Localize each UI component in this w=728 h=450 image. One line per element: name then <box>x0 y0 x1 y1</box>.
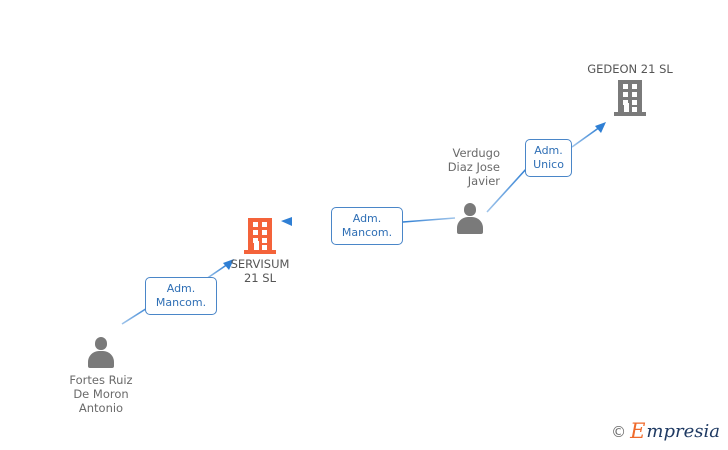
node-verdugo-diaz-jose-javier[interactable] <box>455 202 485 234</box>
empresia-watermark: © E mpresia <box>611 419 720 443</box>
building-icon <box>244 218 276 254</box>
node-servisum-21-sl[interactable]: SERVISUM 21 SL <box>202 218 318 285</box>
person-icon <box>455 202 485 234</box>
node-label-servisum: SERVISUM 21 SL <box>230 257 290 285</box>
building-icon <box>614 80 646 116</box>
edge-verdugo-gedeon <box>486 122 606 213</box>
node-label-gedeon: GEDEON 21 SL <box>587 62 673 76</box>
edge-label-adm-mancom-fortes[interactable]: Adm. Mancom. <box>145 277 217 315</box>
node-fortes-ruiz-de-moron-antonio[interactable]: Fortes Ruiz De Moron Antonio <box>43 336 159 415</box>
edge-label-adm-unico[interactable]: Adm. Unico <box>525 139 572 177</box>
brand-name: mpresia <box>646 421 720 442</box>
copyright-symbol: © <box>611 422 627 441</box>
brand-initial: E <box>630 419 646 443</box>
person-icon <box>86 336 116 368</box>
node-label-fortes: Fortes Ruiz De Moron Antonio <box>69 373 133 415</box>
node-label-verdugo: Verdugo Diaz Jose Javier <box>447 146 500 188</box>
edge-verdugo-servisum <box>281 217 456 226</box>
edge-label-adm-mancom-verdugo[interactable]: Adm. Mancom. <box>331 207 403 245</box>
node-gedeon-21-sl[interactable]: GEDEON 21 SL <box>572 62 688 116</box>
